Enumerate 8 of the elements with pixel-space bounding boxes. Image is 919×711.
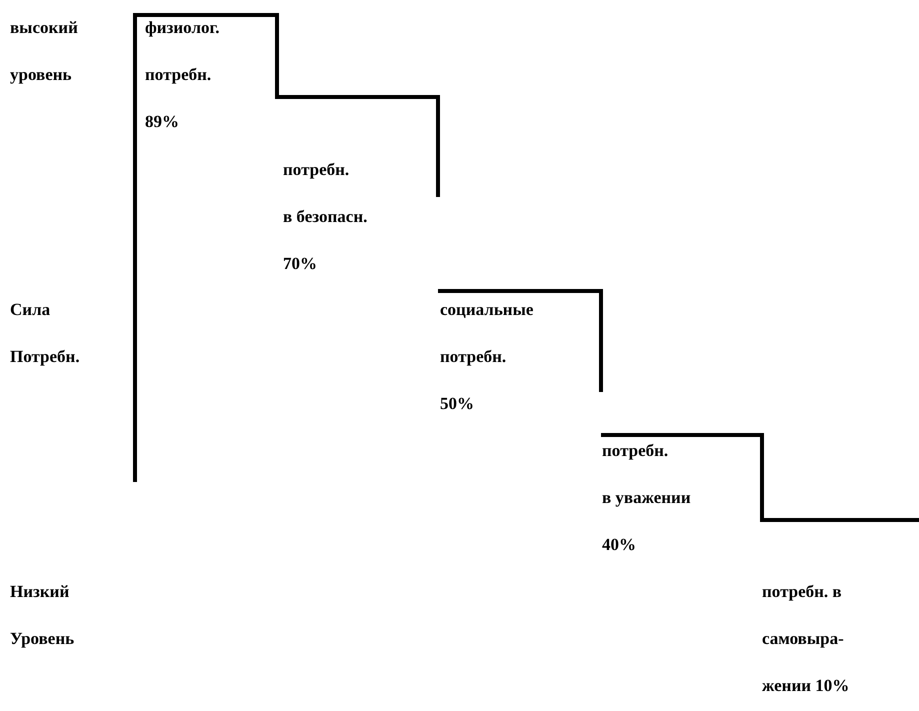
step-label: потребн. в уважении 40% xyxy=(602,440,691,556)
step-label: социальные потребн. 50% xyxy=(440,299,534,415)
axis-label: высокий уровень xyxy=(10,17,78,86)
axis-label: Сила Потребн. xyxy=(10,299,80,368)
step-label: потребн. в самовыра- жении 10% xyxy=(762,581,850,697)
step-label: физиолог. потребн. 89% xyxy=(145,17,220,133)
step-label: потребн. в безопасн. 70% xyxy=(283,159,368,275)
axis-label: Низкий Уровень xyxy=(10,581,74,650)
